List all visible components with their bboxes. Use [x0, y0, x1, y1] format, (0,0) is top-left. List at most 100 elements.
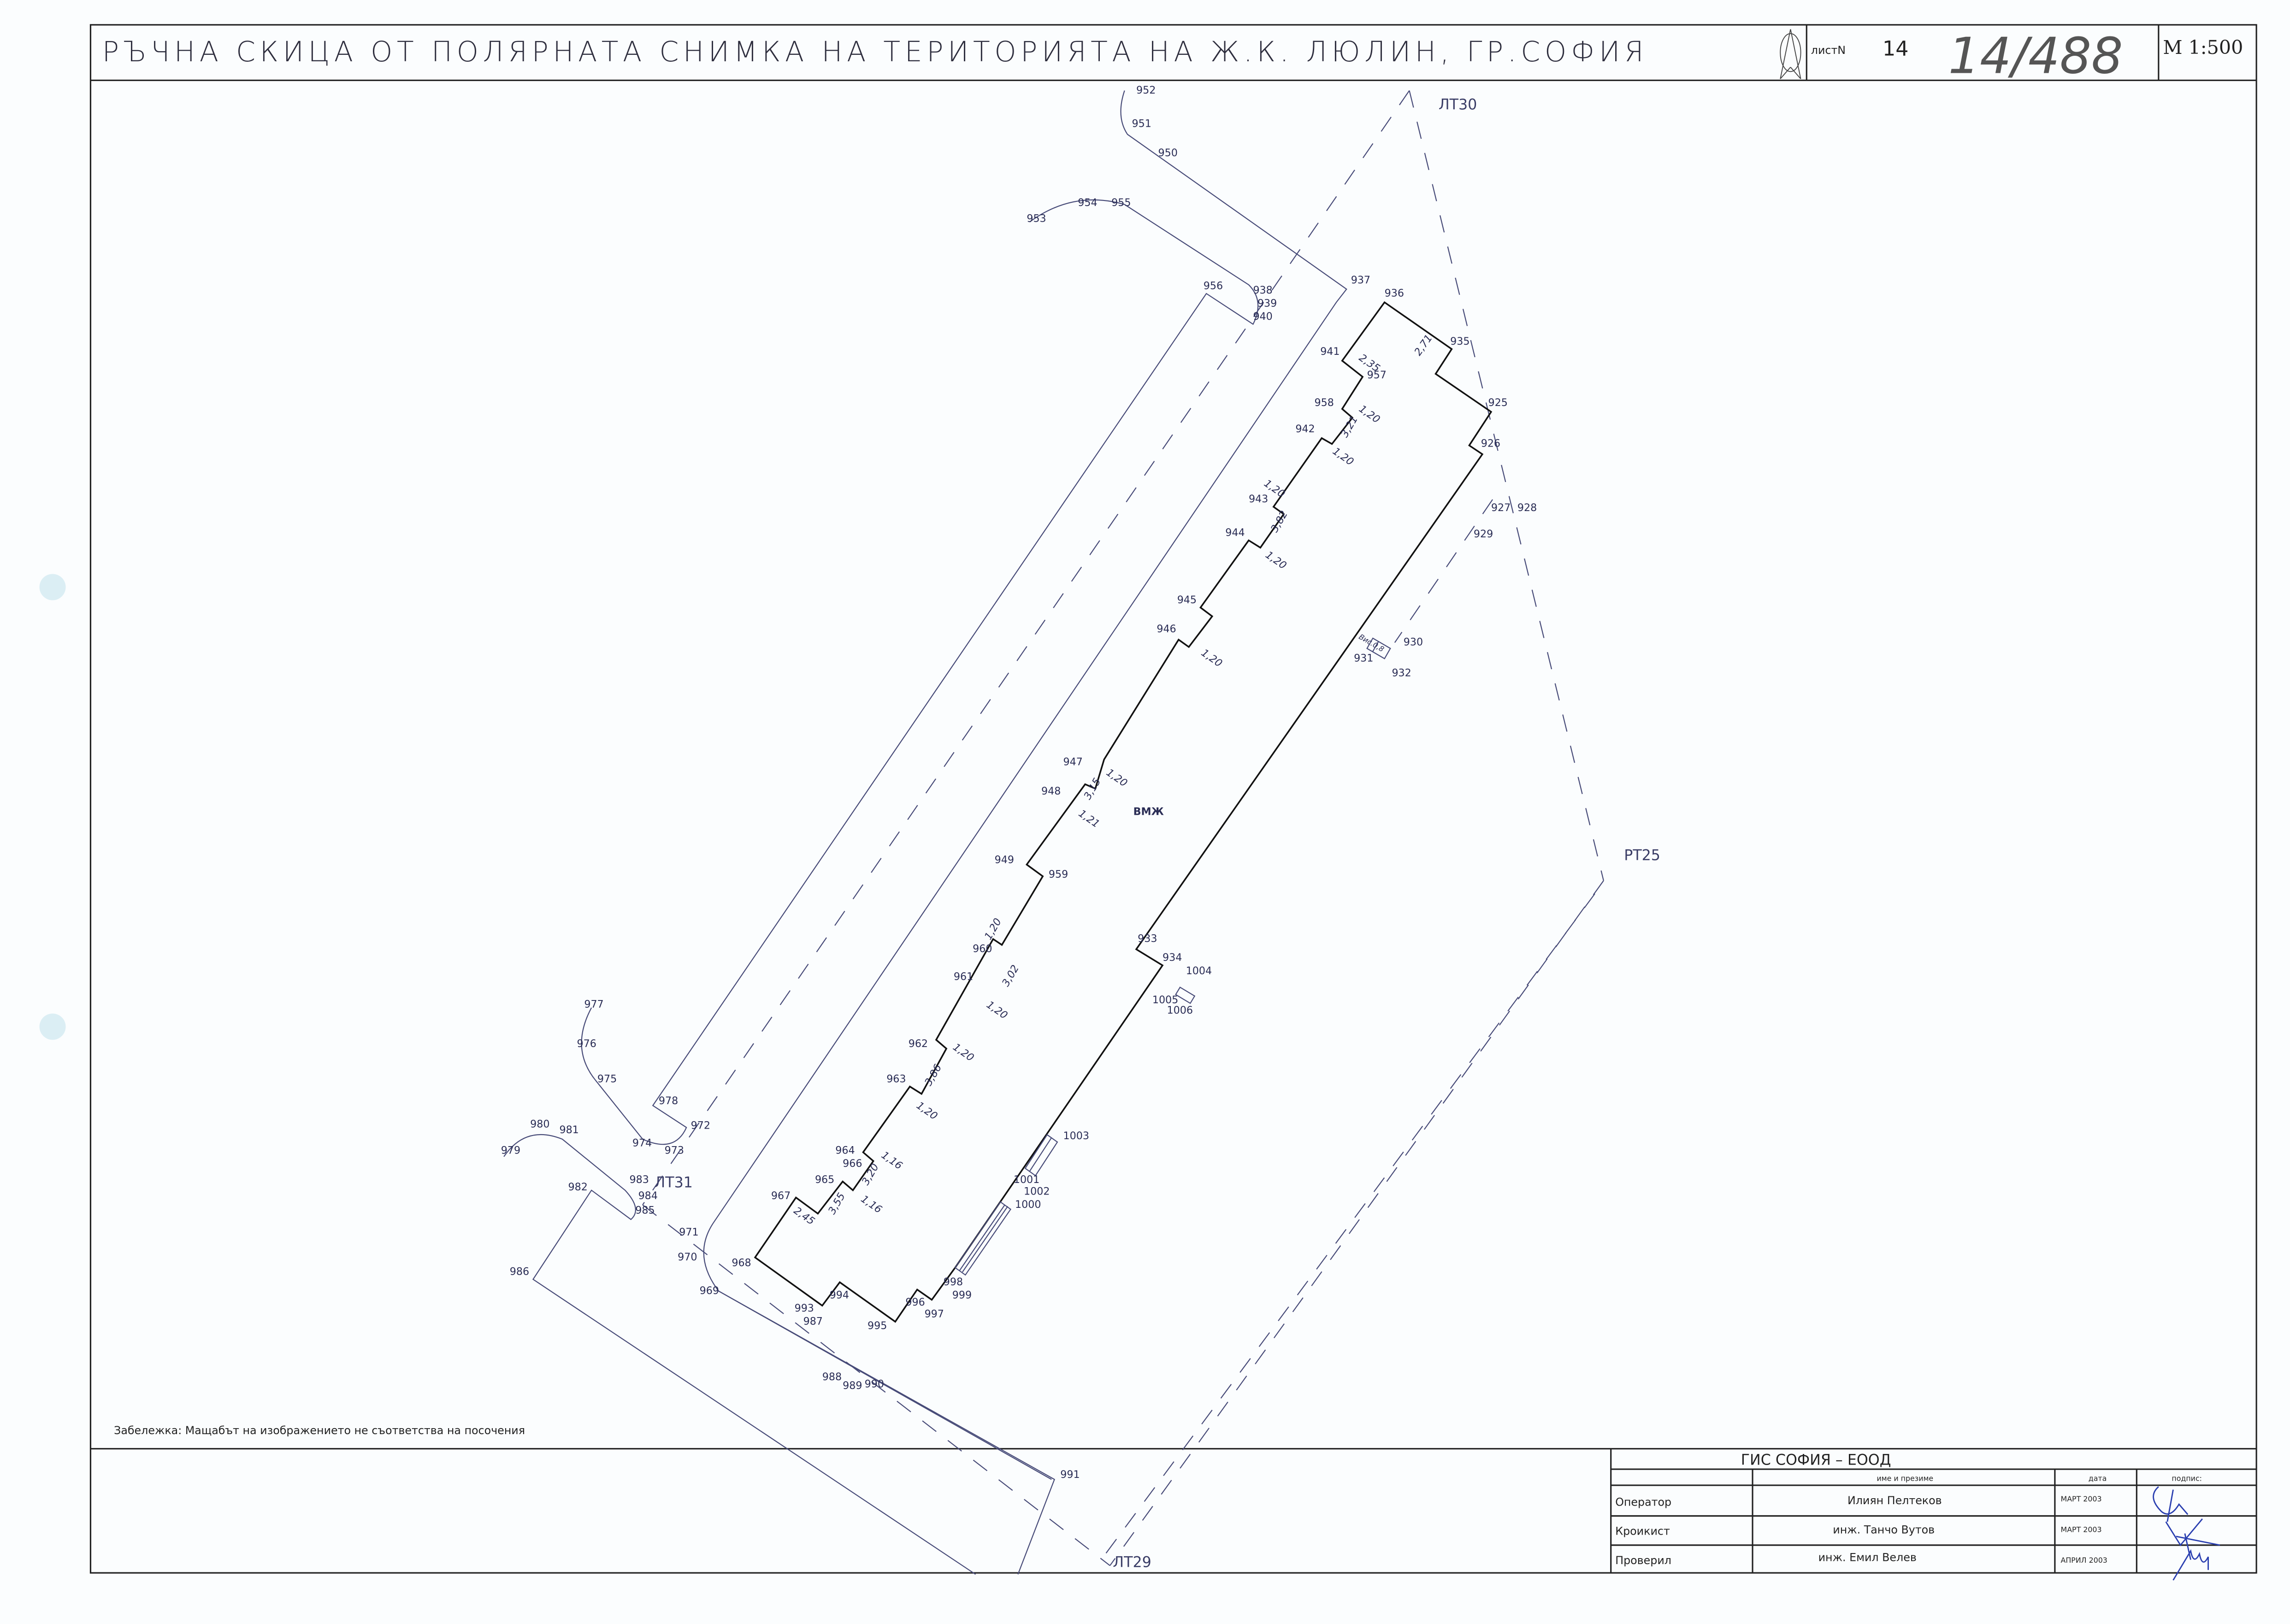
- dimension-label: 1,20: [1263, 549, 1288, 572]
- point-number-label: 961: [954, 971, 973, 983]
- traverse-lines: [642, 90, 1604, 1566]
- point-number-label: 994: [830, 1289, 849, 1301]
- point-number-label: 977: [584, 999, 603, 1011]
- point-number-label: 990: [865, 1378, 884, 1390]
- point-number-label: 963: [886, 1073, 906, 1085]
- dimension-label: 3,20: [860, 1162, 881, 1188]
- point-number-label: 956: [1204, 280, 1223, 292]
- point-number-label: 999: [952, 1289, 972, 1301]
- point-number-label: 974: [632, 1137, 652, 1149]
- point-number-label: 960: [973, 943, 992, 955]
- point-number-label: 1002: [1024, 1185, 1050, 1197]
- role-label: Кроикист: [1615, 1525, 1670, 1538]
- point-number-label: 987: [803, 1315, 823, 1327]
- company-name: ГИС СОФИЯ – ЕООД: [1741, 1452, 1891, 1469]
- sheet-label: листN: [1811, 44, 1846, 57]
- point-number-label: 926: [1481, 438, 1500, 450]
- point-number-label: 954: [1078, 197, 1097, 209]
- point-number-label: 966: [843, 1158, 862, 1170]
- point-number-label: 1003: [1063, 1130, 1089, 1142]
- dimension-label: 1,20: [984, 999, 1009, 1022]
- point-number-label: 979: [501, 1145, 520, 1157]
- point-number-label: 946: [1157, 623, 1176, 635]
- dimension-label: 1,20: [1330, 445, 1356, 468]
- point-number-label: 997: [925, 1308, 944, 1320]
- point-number-label: 955: [1111, 197, 1131, 209]
- point-number-label: 976: [577, 1038, 596, 1050]
- point-number-label: 929: [1474, 528, 1493, 540]
- point-number-label: 934: [1163, 952, 1182, 964]
- row-date: МАРТ 2003: [2061, 1525, 2102, 1534]
- signature: [2172, 1549, 2209, 1581]
- dimension-label: 1,16: [879, 1149, 904, 1172]
- point-number-label: 952: [1136, 84, 1156, 96]
- point-number-label: 969: [700, 1285, 719, 1297]
- point-number-label: 1005: [1152, 994, 1178, 1006]
- point-number-label: 937: [1351, 274, 1370, 286]
- dimension-label: 1,20: [1104, 766, 1129, 789]
- role-label: Оператор: [1615, 1495, 1671, 1508]
- point-number-label: 1006: [1167, 1004, 1193, 1016]
- point-number-label: 965: [815, 1174, 834, 1186]
- point-number-label: 948: [1041, 785, 1061, 797]
- point-number-label: 978: [659, 1095, 678, 1107]
- point-number-label: 944: [1225, 527, 1245, 539]
- station-label: ЛТ29: [1113, 1554, 1151, 1571]
- point-number-label: 973: [665, 1145, 684, 1157]
- page-title: РЪЧНА СКИЦА ОТ ПОЛЯРНАТА СНИМКА НА ТЕРИТ…: [102, 36, 1648, 68]
- point-number-label: 938: [1253, 284, 1272, 296]
- dimension-label: 3,55: [826, 1191, 848, 1217]
- point-number-label: 941: [1320, 346, 1340, 358]
- point-number-label: 980: [530, 1118, 549, 1130]
- station-label: ЛТ30: [1439, 97, 1477, 113]
- point-number-label: 958: [1315, 397, 1334, 409]
- sheet-number: 14: [1883, 37, 1908, 60]
- signature: [2165, 1518, 2220, 1560]
- point-number-label: 927: [1491, 502, 1511, 514]
- point-number-label: 951: [1132, 118, 1151, 130]
- dimension-label: 1,21: [1076, 807, 1102, 830]
- title-block: ГИС СОФИЯ – ЕООД име и презиме дата подп…: [1610, 1448, 2257, 1581]
- point-number-label: 995: [868, 1320, 887, 1332]
- dimension-label: 2,45: [791, 1205, 817, 1228]
- point-number-label: 953: [1027, 213, 1046, 225]
- stairs-hatch: [954, 637, 1391, 1276]
- point-number-label: 1001: [1014, 1174, 1039, 1186]
- dimension-label: 1,20: [950, 1041, 976, 1064]
- point-number-label: 949: [995, 854, 1014, 866]
- dimension-label: 3,15: [1081, 776, 1103, 802]
- point-number-label: 939: [1257, 298, 1277, 310]
- point-number-label: 993: [795, 1302, 814, 1314]
- handwritten-number: 14/488: [1948, 27, 2123, 85]
- point-number-label: 988: [822, 1371, 842, 1383]
- point-number-label: 1004: [1186, 965, 1212, 977]
- point-number-label: 943: [1249, 493, 1268, 505]
- point-number-label: 972: [691, 1120, 710, 1132]
- col-sign-header: подпис:: [2172, 1474, 2202, 1483]
- col-name-header: име и презиме: [1877, 1474, 1933, 1483]
- building-outline: [754, 301, 1493, 1323]
- point-number-label: 968: [732, 1257, 751, 1269]
- dimension-label: 1,20: [1199, 647, 1224, 670]
- point-number-label: 931: [1354, 653, 1373, 665]
- point-number-label: 996: [905, 1296, 925, 1308]
- point-number-label: 975: [597, 1073, 617, 1085]
- point-number-label: 962: [909, 1038, 928, 1050]
- point-number-label: 947: [1063, 756, 1083, 768]
- road-lines: [503, 90, 1347, 1575]
- point-number-label: 970: [678, 1251, 697, 1263]
- point-number-label: 928: [1517, 502, 1537, 514]
- point-number-label: 964: [835, 1145, 855, 1157]
- point-number-label: 950: [1158, 147, 1178, 159]
- building-label: ВМЖ: [1133, 806, 1164, 818]
- point-number-label: 925: [1488, 397, 1508, 409]
- dimension-label: 1,20: [914, 1100, 939, 1123]
- point-number-label: 933: [1138, 933, 1157, 945]
- scale-note: Забележка: Мащабът на изображението не с…: [114, 1424, 525, 1437]
- scale-label: М 1:500: [2163, 36, 2243, 59]
- dimension-label: 3,82: [1269, 509, 1290, 535]
- compass-logo-icon: [1780, 29, 1801, 79]
- point-number-label: 930: [1404, 636, 1423, 648]
- point-number-label: 998: [944, 1276, 963, 1288]
- point-number-label: 985: [635, 1204, 655, 1216]
